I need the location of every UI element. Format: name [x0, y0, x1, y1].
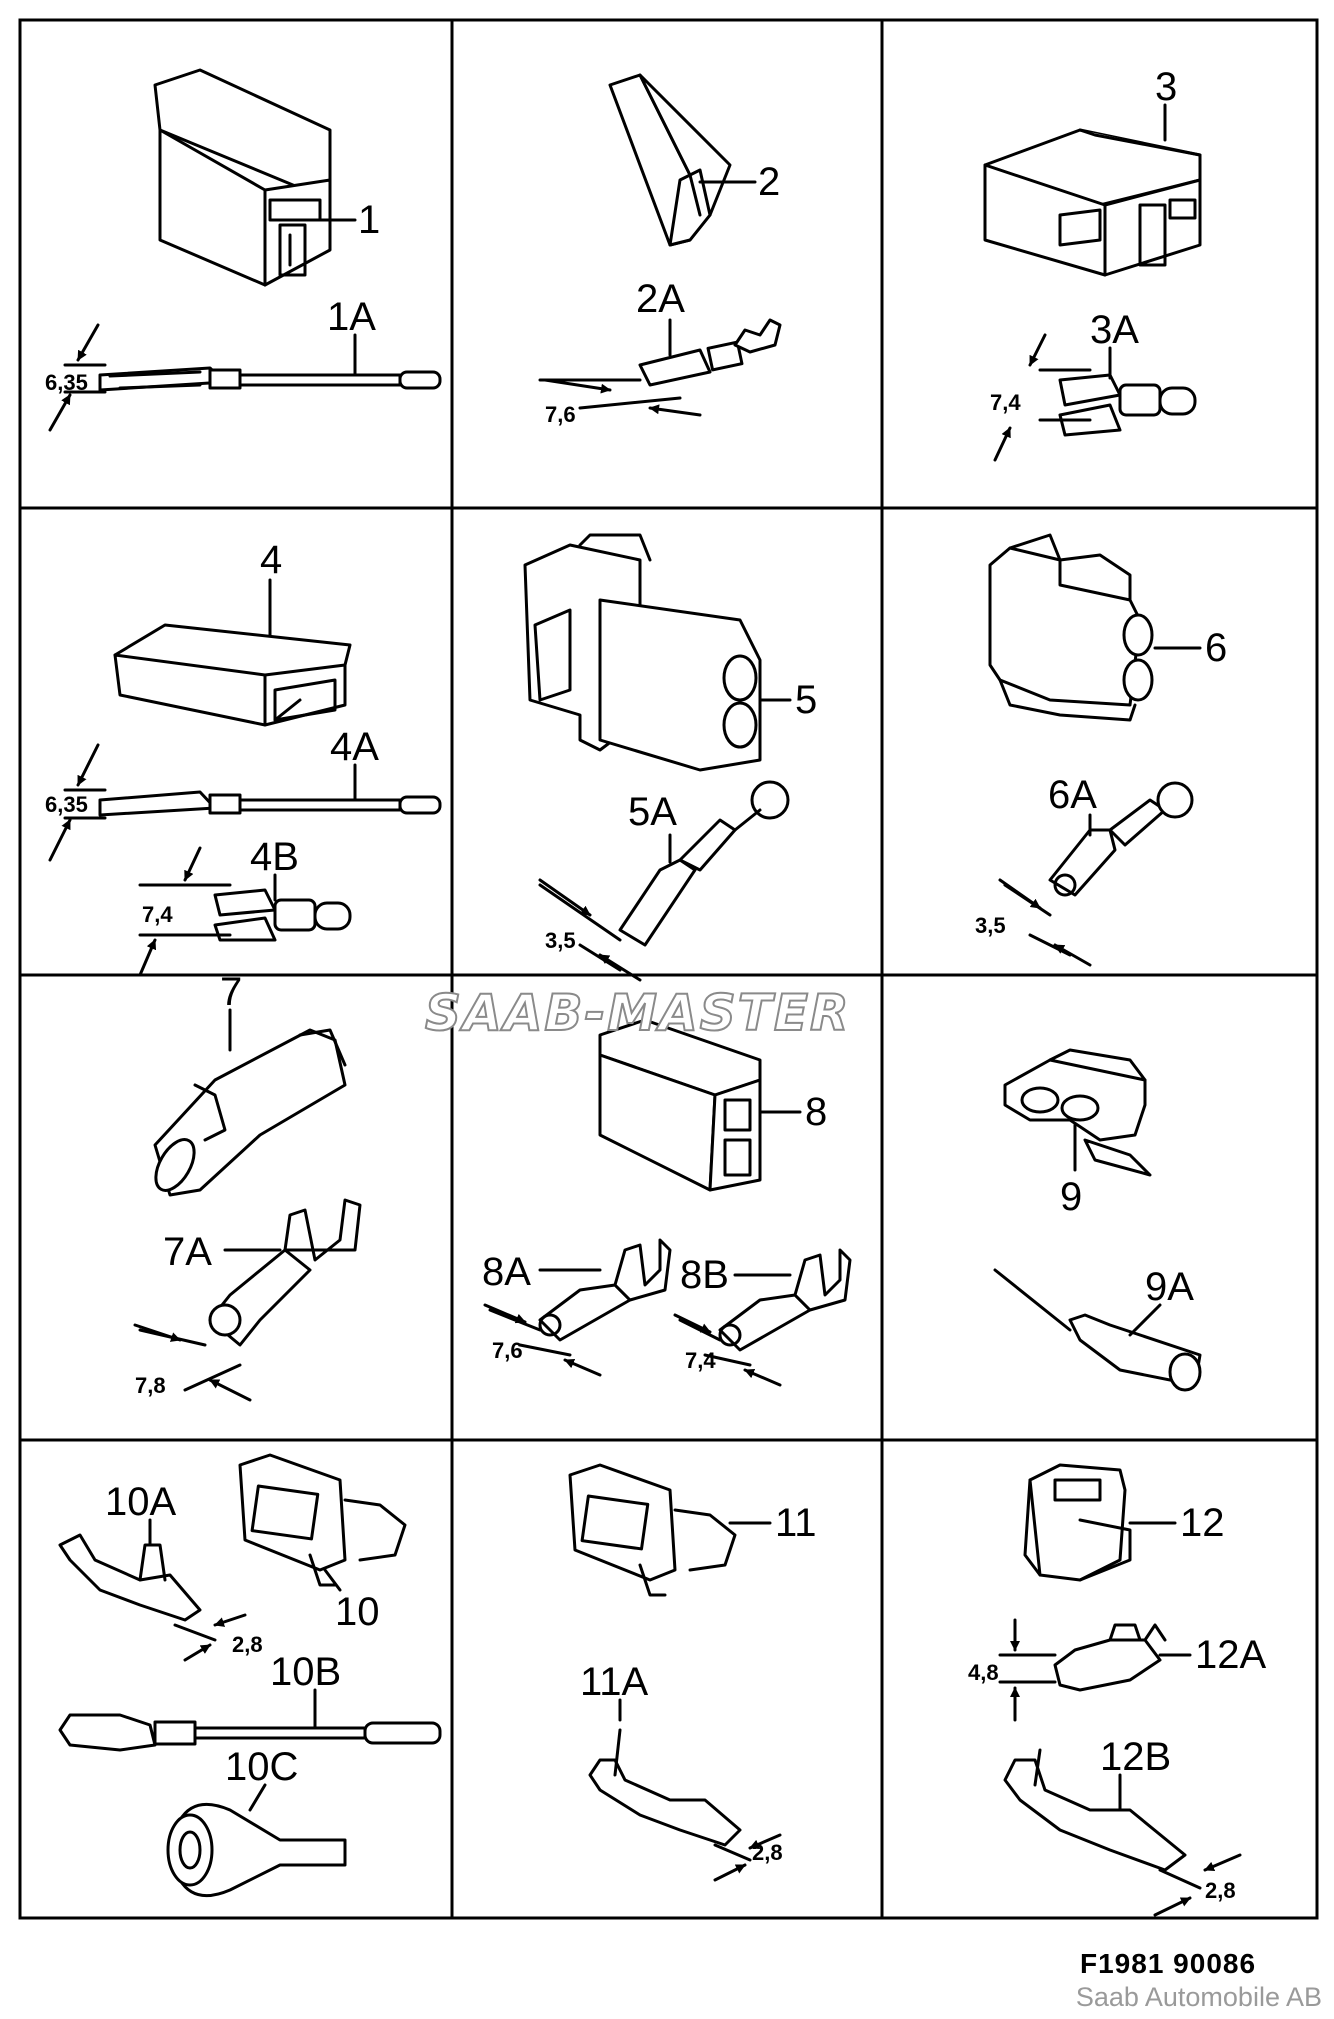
label-11A: 11A: [580, 1660, 649, 1704]
dim-12B: 2,8: [1205, 1878, 1236, 1903]
part-1A-dimension: [48, 323, 107, 432]
dim-11A: 2,8: [752, 1840, 783, 1865]
part-8-housing: [598, 1018, 762, 1192]
part-12B-dimension: [1153, 1853, 1242, 1917]
part-4B-dimension: [138, 846, 232, 977]
part-8A-terminal: [538, 1238, 672, 1342]
label-2A: 2A: [636, 277, 685, 321]
part-7A-terminal: [208, 1198, 362, 1347]
label-2: 2: [758, 160, 780, 204]
label-7A: 7A: [163, 1230, 212, 1274]
label-1: 1: [358, 198, 380, 242]
part-6-housing: [988, 533, 1154, 722]
part-3A-terminal: [1058, 373, 1197, 437]
part-5A-dimension: [538, 878, 642, 982]
label-8: 8: [805, 1090, 827, 1134]
label-4: 4: [260, 538, 282, 582]
part-6A-dimension: [998, 878, 1092, 967]
part-8B-terminal: [718, 1248, 852, 1352]
label-4A: 4A: [330, 725, 379, 769]
part-6A-terminal: [1048, 781, 1194, 897]
label-3A: 3A: [1090, 308, 1139, 352]
part-2A-terminal: [638, 318, 782, 387]
part-10A-dimension: [173, 1613, 247, 1662]
label-10: 10: [335, 1590, 380, 1634]
label-5A: 5A: [628, 790, 677, 834]
part-10A-terminal: [58, 1533, 202, 1622]
label-12B: 12B: [1100, 1735, 1171, 1779]
part-4-housing: [113, 623, 352, 727]
part-11A-dimension: [713, 1833, 782, 1882]
part-12B-terminal: [1003, 1748, 1187, 1872]
part-3-housing: [983, 128, 1202, 277]
label-7: 7: [220, 970, 242, 1014]
dim-4A: 6,35: [45, 792, 88, 817]
part-10C-boot: [166, 1802, 347, 1898]
label-12A: 12A: [1195, 1633, 1266, 1677]
part-10B-terminal: [58, 1713, 442, 1752]
watermark: SAAB-MASTER: [425, 984, 851, 1042]
part-1-housing: [153, 68, 332, 287]
part-10-housing: [238, 1453, 407, 1587]
label-10B: 10B: [270, 1650, 341, 1694]
dim-1A: 6,35: [45, 370, 88, 395]
label-5: 5: [795, 678, 817, 722]
label-1A: 1A: [327, 295, 376, 339]
dim-7A: 7,8: [135, 1373, 166, 1398]
label-9A: 9A: [1145, 1265, 1194, 1309]
label-10A: 10A: [105, 1480, 176, 1524]
grid-frame: [18, 18, 1319, 1920]
part-2A-dimension: [538, 378, 702, 417]
dim-8A: 7,6: [492, 1338, 523, 1363]
part-5A-terminal: [618, 780, 790, 947]
copyright-notice: Saab Automobile AB: [1075, 1982, 1322, 2012]
label-9: 9: [1060, 1175, 1082, 1219]
label-6A: 6A: [1048, 773, 1097, 817]
part-9-housing: [1003, 1048, 1152, 1177]
label-8B: 8B: [680, 1253, 729, 1297]
label-4B: 4B: [250, 835, 299, 879]
part-12A-terminal: [1053, 1623, 1167, 1692]
dim-10A: 2,8: [232, 1632, 263, 1657]
part-4B-terminal: [213, 888, 352, 942]
dim-4B: 7,4: [142, 902, 173, 927]
dim-3A: 7,4: [990, 390, 1021, 415]
dim-12A: 4,8: [968, 1660, 999, 1685]
part-7A-dimension: [133, 1323, 252, 1402]
dim-5A: 3,5: [545, 928, 576, 953]
part-11A-terminal: [588, 1728, 742, 1847]
label-12: 12: [1180, 1501, 1225, 1545]
part-2-housing: [608, 73, 732, 247]
part-12-housing: [1023, 1463, 1132, 1582]
figure-reference-code: F1981 90086: [1080, 1948, 1257, 1979]
part-12A-dimension: [998, 1618, 1057, 1722]
label-6: 6: [1205, 626, 1227, 670]
part-8A-dimension: [483, 1303, 602, 1377]
label-3: 3: [1155, 65, 1177, 109]
label-11: 11: [775, 1501, 817, 1545]
part-4A-dimension: [48, 743, 107, 862]
part-11-housing: [568, 1463, 737, 1597]
part-9A-terminal: [993, 1268, 1202, 1392]
part-5-housing: [523, 533, 762, 772]
part-8B-dimension: [673, 1313, 782, 1387]
dim-2A: 7,6: [545, 402, 576, 427]
dim-8B: 7,4: [685, 1348, 716, 1373]
part-4A-terminal: [98, 790, 442, 817]
part-labels: 1 1A 2 2A 3 3A 4 4A 4B 5 5A 6 6A 7 7A 8 …: [105, 65, 1266, 1789]
label-8A: 8A: [482, 1250, 531, 1294]
label-10C: 10C: [225, 1745, 298, 1789]
part-7-housing: [153, 1028, 347, 1197]
part-3A-dimension: [993, 333, 1092, 462]
dim-6A: 3,5: [975, 913, 1006, 938]
part-1A-terminal: [98, 366, 442, 392]
dimension-labels: 6,35 7,6 7,4 6,35 7,4 3,5 3,5 7,8 7,6 7,…: [45, 370, 1236, 1903]
